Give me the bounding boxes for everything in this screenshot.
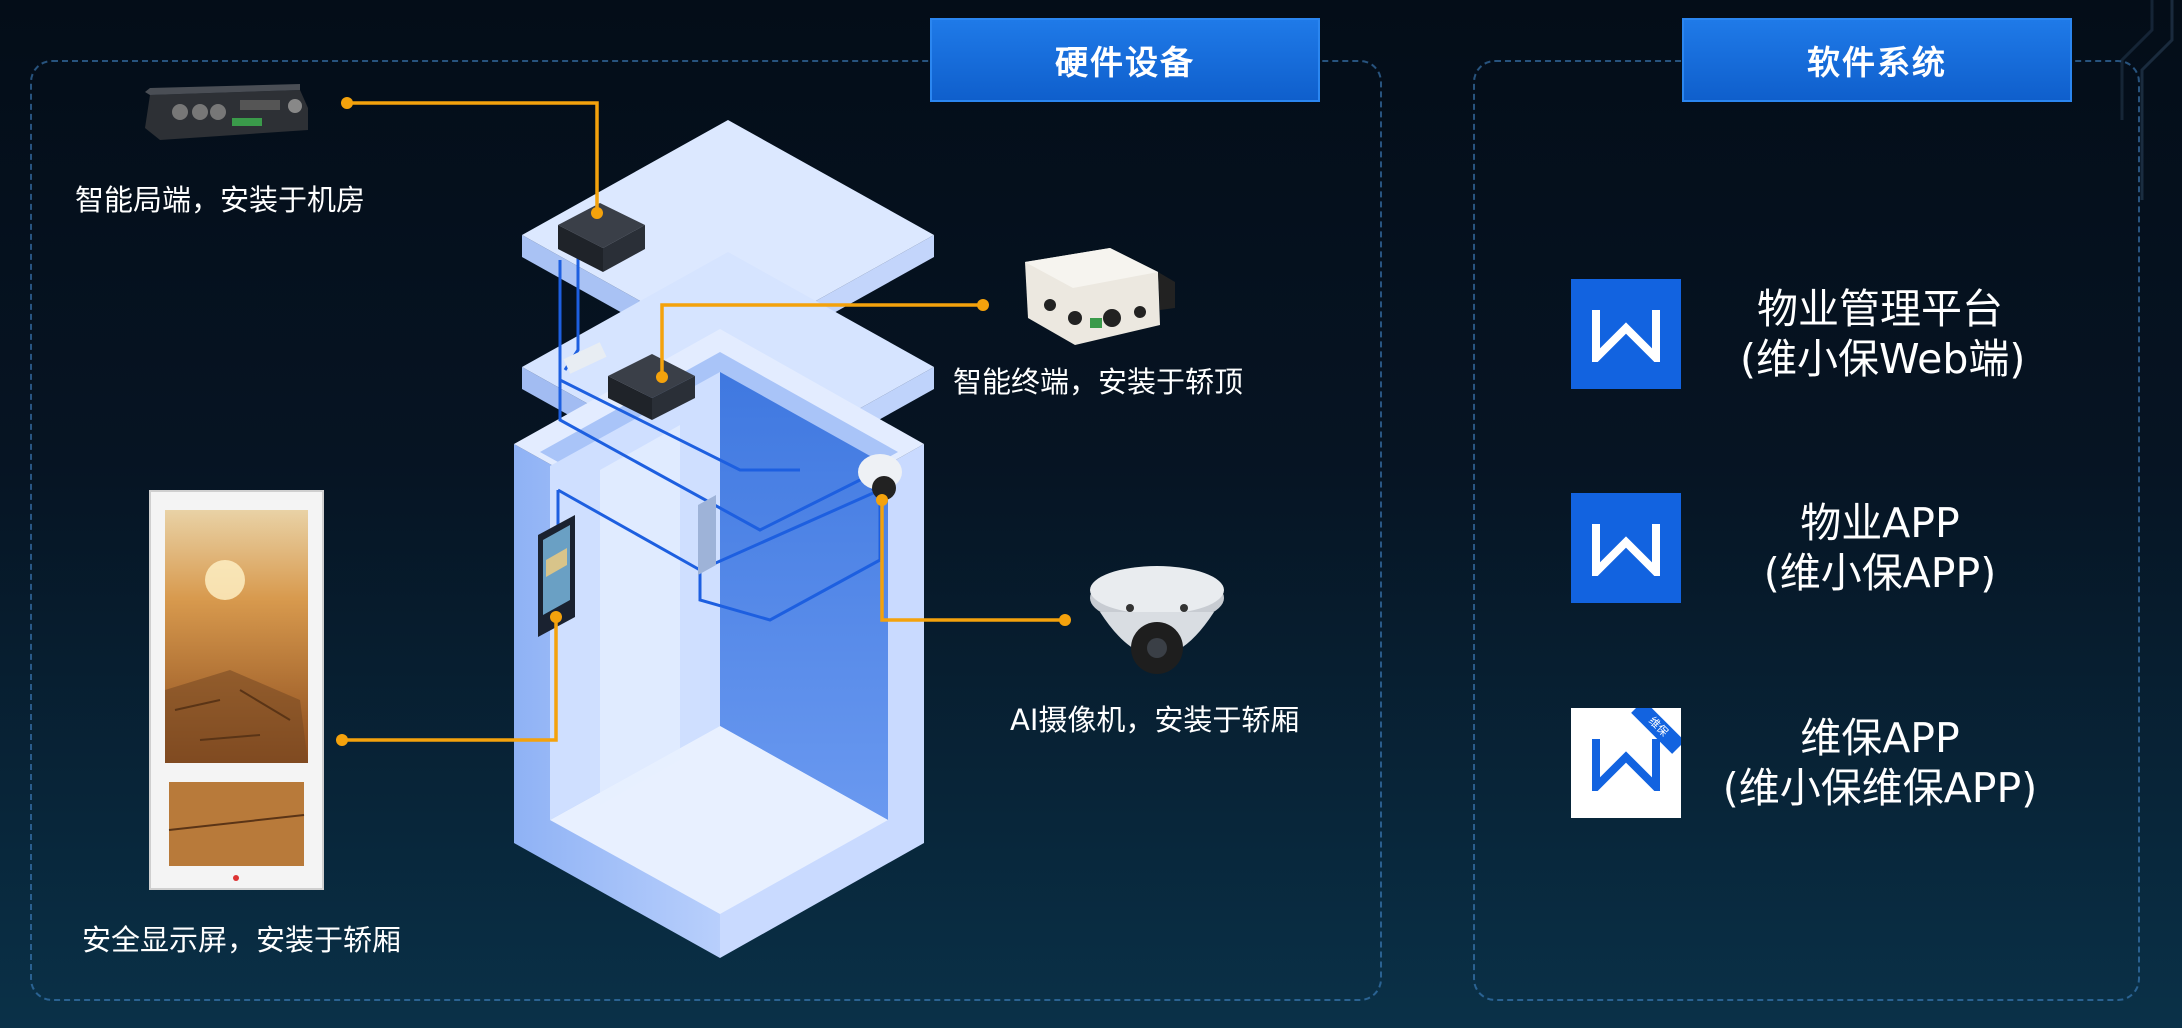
web-platform-title: 物业管理平台 <box>1757 285 2003 333</box>
connector-dots <box>336 97 1071 746</box>
ai-camera-device-image <box>1090 566 1224 674</box>
connector-lines <box>342 101 1065 742</box>
wxb-logo-icon <box>1571 493 1681 603</box>
property-app-title: 物业APP <box>1800 499 1960 547</box>
maintenance-app-title: 维保APP <box>1800 714 1960 762</box>
office-unit-device-image <box>145 84 308 140</box>
terminal-box <box>563 342 695 420</box>
web-platform-subtitle: (维小保Web端) <box>1740 335 2026 383</box>
maintenance-app-subtitle: (维小保维保APP) <box>1722 764 2038 812</box>
hardware-tab: 硬件设备 <box>930 18 1320 102</box>
safety-display-device-image <box>149 490 324 890</box>
office-unit-box <box>558 203 645 272</box>
corner-circuit-decoration <box>2120 0 2174 200</box>
safety-display-caption: 安全显示屏，安装于轿厢 <box>82 923 402 957</box>
car-button-panel <box>698 495 716 575</box>
web-platform-label: 物业管理平台 (维小保Web端) <box>1740 284 2026 384</box>
wxb-maintenance-logo-icon: 维保 <box>1571 708 1681 818</box>
network-cables <box>556 250 882 622</box>
office-unit-caption: 智能局端，安装于机房 <box>75 183 366 217</box>
in-car-camera <box>858 454 902 500</box>
wxb-logo-icon <box>1571 279 1681 389</box>
software-tab: 软件系统 <box>1682 18 2072 102</box>
in-car-display <box>538 515 575 637</box>
property-app-label: 物业APP (维小保APP) <box>1740 498 2020 598</box>
property-app-subtitle: (维小保APP) <box>1763 549 1997 597</box>
maintenance-app-label: 维保APP (维小保维保APP) <box>1710 713 2050 813</box>
terminal-device-image <box>1025 248 1175 345</box>
terminal-caption: 智能终端，安装于轿顶 <box>953 365 1244 399</box>
ai-camera-caption: AI摄像机，安装于轿厢 <box>1010 703 1300 737</box>
elevator-car <box>514 329 924 958</box>
hardware-panel <box>30 60 1382 1001</box>
